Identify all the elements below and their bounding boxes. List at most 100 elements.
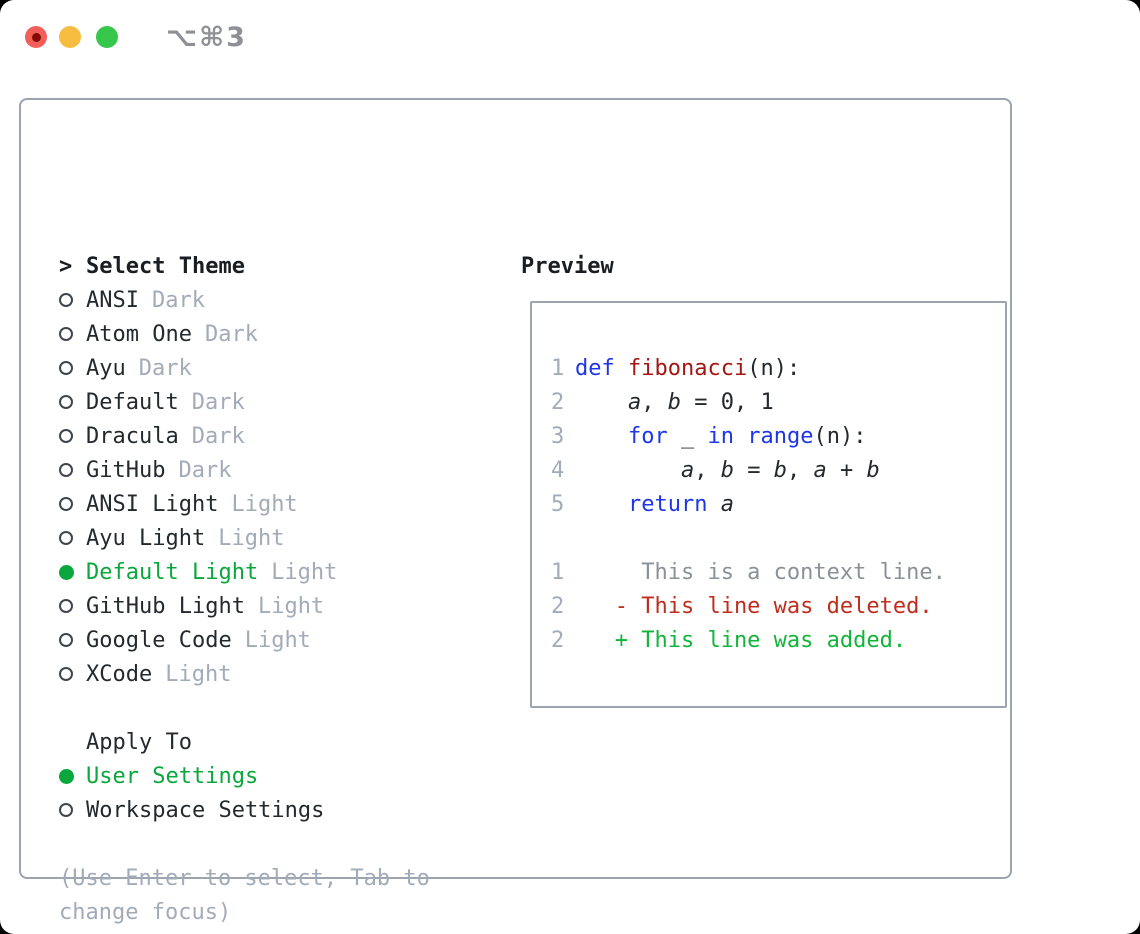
code-token: def	[575, 355, 615, 381]
select-theme-title: Select Theme	[86, 253, 245, 279]
theme-variant-tag: Dark	[178, 457, 232, 483]
select-theme-header: > Select Theme	[59, 249, 509, 283]
code-token: = 0, 1	[680, 389, 774, 415]
theme-variant-tag: Dark	[191, 423, 245, 449]
line-number: 2	[551, 389, 565, 415]
theme-name: Ayu Light	[86, 525, 206, 551]
code-token: =	[733, 457, 774, 483]
radio-icon	[59, 463, 73, 477]
theme-variant-tag: Dark	[151, 287, 205, 313]
code-line: 2 - This line was deleted.	[551, 589, 1005, 623]
theme-name: Google Code	[86, 627, 232, 653]
theme-name: ANSI	[86, 287, 139, 313]
close-button[interactable]	[25, 26, 47, 48]
line-number: 1	[551, 559, 565, 585]
theme-name: Default	[86, 389, 179, 415]
apply-to-option[interactable]: User Settings	[59, 759, 509, 793]
theme-variant-tag: Light	[257, 593, 325, 619]
theme-option[interactable]: Default Dark	[59, 385, 509, 419]
theme-variant-tag: Light	[218, 525, 285, 551]
theme-name: GitHub	[86, 457, 166, 483]
theme-variant-tag: Dark	[191, 389, 245, 415]
code-token	[707, 492, 720, 517]
hint-line: (Use Enter to select, Tab to	[59, 865, 430, 891]
cursor-icon: >	[59, 253, 73, 279]
line-number: 5	[551, 491, 565, 517]
theme-option[interactable]: Ayu Dark	[59, 351, 509, 385]
line-number: 2	[551, 593, 565, 619]
apply-to-option-label: Workspace Settings	[86, 797, 325, 823]
theme-variant-tag: Dark	[204, 321, 258, 347]
code-token	[575, 390, 628, 415]
radio-icon	[59, 497, 73, 511]
theme-option[interactable]: ANSI Dark	[59, 283, 509, 317]
theme-option[interactable]: GitHub Dark	[59, 453, 509, 487]
code-token: b	[773, 457, 787, 483]
code-token: b	[667, 389, 681, 415]
radio-icon	[59, 531, 73, 545]
spacer	[59, 691, 509, 725]
code-line: 1 This is a context line.	[551, 555, 1005, 589]
maximize-button[interactable]	[96, 26, 118, 48]
code-token: a	[680, 457, 695, 483]
code-token: This is a context line.	[575, 559, 946, 585]
radio-icon	[59, 667, 73, 681]
keyboard-shortcut-label: ⌥⌘3	[166, 22, 247, 53]
apply-to-header: Apply To	[59, 725, 509, 759]
code-token: range	[747, 423, 814, 449]
code-token	[615, 356, 628, 381]
line-number: 2	[551, 627, 565, 653]
code-token: (n):	[747, 355, 801, 381]
minimize-button[interactable]	[59, 26, 81, 48]
code-token: _	[667, 423, 708, 449]
preview-title: Preview	[521, 253, 614, 279]
hint-text: (Use Enter to select, Tab to change focus…	[59, 861, 509, 929]
code-line: 4 a, b = b, a + b	[551, 453, 1005, 487]
hint-line: change focus)	[59, 899, 232, 925]
radio-icon	[59, 429, 73, 443]
radio-selected-icon	[59, 564, 74, 580]
code-line: 5 return a	[551, 487, 1005, 521]
apply-to-title: Apply To	[86, 729, 192, 755]
code-token: fibonacci	[628, 355, 748, 381]
code-token: b	[866, 457, 880, 483]
code-token: in	[707, 423, 734, 449]
radio-icon	[59, 803, 73, 817]
code-token: + This line was added.	[575, 627, 907, 653]
apply-to-option[interactable]: Workspace Settings	[59, 793, 509, 827]
code-token: (n):	[813, 423, 867, 449]
code-line: 2 + This line was added.	[551, 623, 1005, 657]
theme-name: Ayu	[86, 355, 126, 381]
code-token	[734, 424, 747, 449]
record-dot-icon	[31, 32, 41, 42]
theme-variant-tag: Light	[165, 661, 232, 687]
code-token	[575, 424, 628, 449]
apply-to-option-label: User Settings	[86, 763, 259, 789]
code-line	[551, 521, 1005, 555]
theme-name: ANSI Light	[86, 491, 219, 517]
code-line: 2 a, b = 0, 1	[551, 385, 1005, 419]
theme-variant-tag: Dark	[138, 355, 192, 381]
theme-name: Default Light	[86, 559, 259, 585]
code-token: - This line was deleted.	[575, 593, 933, 619]
code-token: b	[720, 457, 734, 483]
code-token	[575, 492, 628, 517]
code-token: ,	[641, 389, 668, 415]
theme-option[interactable]: Ayu Light Light	[59, 521, 509, 555]
radio-icon	[59, 395, 73, 409]
radio-icon	[59, 633, 73, 647]
